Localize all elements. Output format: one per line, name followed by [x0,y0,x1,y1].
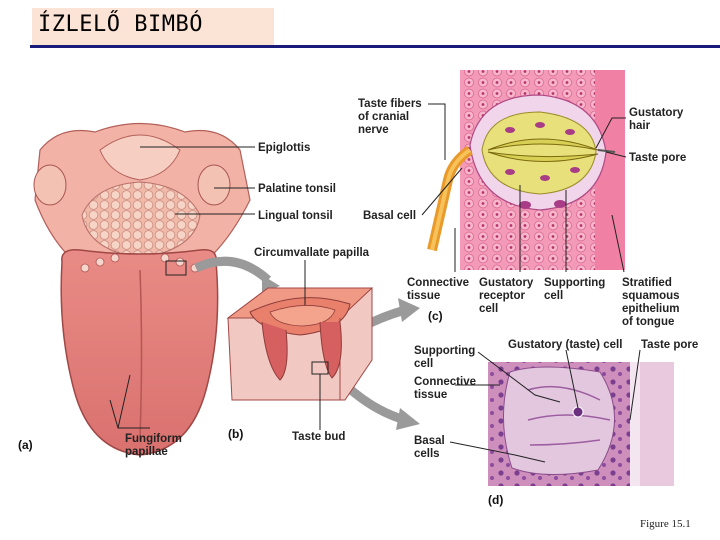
leader-basal-cell [421,167,463,216]
label-palatine-tonsil: Palatine tonsil [258,183,336,195]
label-connective-d-2: tissue [414,389,447,401]
label-lingual-tonsil: Lingual tonsil [258,210,333,222]
panel-label-d: (d) [488,493,503,507]
arrow-a-to-b-head [262,275,280,293]
label-epiglottis: Epiglottis [258,142,310,154]
label-taste-fibers-2: of cranial [358,111,409,123]
title-background [32,8,274,46]
leader-fungiform [109,374,150,429]
label-gustatory-hair-2: hair [629,120,651,132]
label-supporting-c-1: Supporting [544,277,605,289]
label-connective-d-1: Connective [414,376,476,388]
label-connective-c-1: Connective [407,277,469,289]
label-supporting-d-1: Supporting [414,345,475,357]
label-fungiform-2: papillae [125,446,168,458]
label-basal-cells-1: Basal [414,435,445,447]
arrow-a-to-b [194,256,272,284]
leader-gustatory-taste-cell [565,349,579,409]
label-taste-fibers-1: Taste fibers [358,98,422,110]
label-taste-fibers-3: nerve [358,124,389,136]
label-taste-pore-d: Taste pore [641,339,698,351]
label-supporting-d-2: cell [414,358,433,370]
label-taste-pore-c: Taste pore [629,152,686,164]
label-receptor-cell-1: Gustatory [479,277,534,289]
label-basal-cells-2: cells [414,448,440,460]
panel-label-c: (c) [428,309,443,323]
label-supporting-c-2: cell [544,290,563,302]
label-receptor-cell-2: receptor [479,290,526,302]
panel-label-b: (b) [228,427,243,441]
label-taste-bud: Taste bud [292,431,345,443]
leader-taste-pore-d [629,349,641,421]
panel-label-a: (a) [18,438,33,452]
arrow-b-to-d-head [396,408,420,430]
leader-basal-cells [449,441,546,463]
label-stratified-3: epithelium [622,303,680,315]
label-receptor-cell-3: cell [479,303,498,315]
leader-taste-fibers [428,103,446,160]
label-stratified-1: Stratified [622,277,672,289]
taste-bud-diagram [427,70,625,270]
label-gustatory-hair-1: Gustatory [629,107,684,119]
figure-note: Figure 15.1 [640,518,691,530]
label-gustatory-taste-cell: Gustatory (taste) cell [508,339,622,351]
leader-taste-pore-c [605,151,627,158]
slide-title: ÍZLELŐ BIMBÓ [38,12,203,37]
title-underline [30,45,720,48]
leader-supporting-d [477,351,561,403]
leader-stratified [611,214,625,273]
label-basal-cell: Basal cell [363,210,416,222]
label-stratified-4: of tongue [622,316,674,328]
arrow-b-to-c-head [398,298,420,322]
label-fungiform-1: Fungiform [125,433,182,445]
label-circumvallate-papilla: Circumvallate papilla [254,247,370,259]
tongue-illustration [33,122,251,456]
label-connective-c-2: tissue [407,290,440,302]
papilla-block [226,287,374,401]
leader-gustatory-hair [595,117,626,149]
label-stratified-2: squamous [622,290,680,302]
